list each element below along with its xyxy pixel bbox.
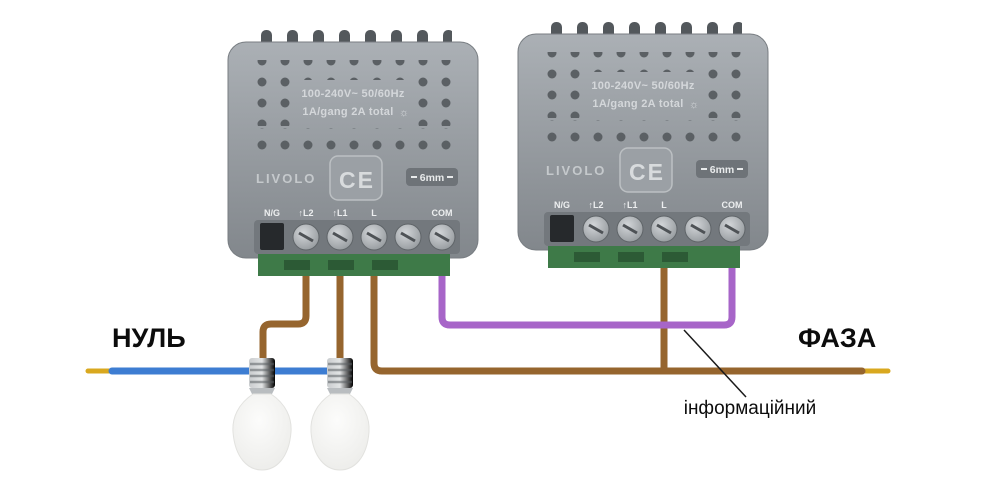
bulb-screw-base (249, 358, 275, 388)
empty-terminal-slot (550, 215, 574, 242)
module-spec-current: 1A/gang 2A total (592, 98, 683, 110)
terminal-label-l: L (661, 200, 667, 210)
terminal-label-l2: ↑L2 (298, 208, 313, 218)
vent-holes (540, 72, 586, 118)
terminal-label-l2: ↑L2 (588, 200, 603, 210)
svg-text:6mm: 6mm (710, 164, 735, 176)
vent-holes (540, 52, 746, 72)
brightness-icon: ☼ (689, 99, 699, 111)
terminal-label-ng: N/G (264, 208, 280, 218)
light-bulb-2 (310, 358, 370, 471)
terminal-block: N/G ↑L2 ↑L1 L COM (544, 200, 750, 246)
terminal-label-l1: ↑L1 (622, 200, 637, 210)
phase-wire (370, 246, 866, 375)
pcb-strip (258, 254, 450, 276)
info-wire-label: інформаційний (684, 398, 817, 419)
brand-logo: LIVOLO (256, 171, 316, 186)
vent-holes (250, 128, 456, 150)
module-spec-current: 1A/gang 2A total (302, 106, 393, 118)
empty-terminal-slot (260, 223, 284, 250)
wire-strip-gauge: 6mm (406, 168, 458, 186)
neutral-label: НУЛЬ (112, 323, 186, 353)
vent-holes (540, 120, 746, 142)
terminal-label-com: COM (432, 208, 453, 218)
phase-label: ФАЗА (798, 323, 876, 353)
bulb-screw-base (327, 358, 353, 388)
module-spec-voltage: 100-240V~ 50/60Hz (591, 80, 694, 92)
switch-module-left: 100-240V~ 50/60Hz 1A/gang 2A total ☼ LIV… (227, 30, 479, 276)
vent-holes (250, 60, 456, 80)
bulb-globe (232, 393, 292, 471)
switch-module-right: 100-240V~ 50/60Hz 1A/gang 2A total ☼ LIV… (517, 22, 769, 268)
pcb-strip (548, 246, 740, 268)
ce-mark: CE (619, 147, 673, 193)
info-wire-callout: інформаційний (683, 329, 817, 419)
module-spec-voltage: 100-240V~ 50/60Hz (301, 88, 404, 100)
terminal-label-l: L (371, 208, 377, 218)
ce-mark: CE (329, 155, 383, 201)
svg-text:CE: CE (339, 167, 375, 193)
terminal-label-ng: N/G (554, 200, 570, 210)
wires (85, 236, 891, 375)
vent-holes (250, 80, 296, 126)
wire-strip-gauge: 6mm (696, 160, 748, 178)
vent-holes (412, 80, 456, 126)
vent-holes (702, 72, 746, 118)
svg-text:6mm: 6mm (420, 172, 445, 184)
bulb-globe (310, 393, 370, 471)
light-bulb-1 (232, 358, 292, 471)
brightness-icon: ☼ (399, 107, 409, 119)
terminal-label-com: COM (722, 200, 743, 210)
brand-logo: LIVOLO (546, 163, 606, 178)
callout-pointer-line (683, 329, 747, 398)
terminal-label-l1: ↑L1 (332, 208, 347, 218)
terminal-block: N/G ↑L2 ↑L1 L COM (254, 208, 460, 254)
svg-text:CE: CE (629, 159, 665, 185)
lamp-wire-1 (259, 246, 310, 370)
info-wire (438, 236, 736, 329)
